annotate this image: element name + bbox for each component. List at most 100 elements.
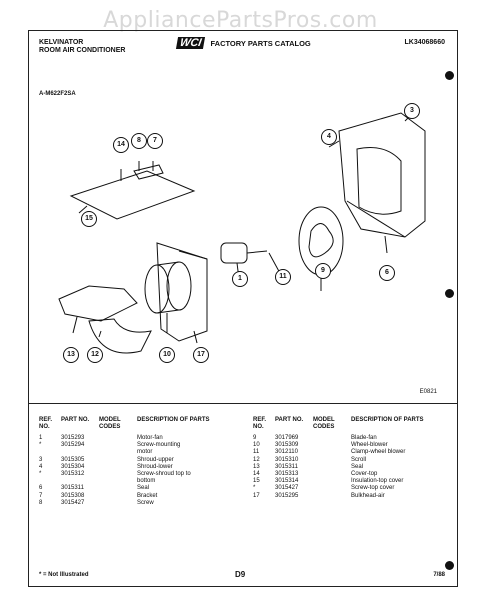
punch-hole-middle [445,289,454,298]
part-no-cell: 3015309 [275,442,299,449]
ref-no-cell [39,478,61,485]
table-row: * 3015294 Screw-mounting [39,442,219,449]
col-description: DESCRIPTION OF PARTS [137,417,210,423]
callout-17: 17 [193,347,209,363]
bulkhead-air-shape [156,242,208,342]
callout-11: 11 [275,269,291,285]
header-brand-block: KELVINATOR ROOM AIR CONDITIONER [39,39,125,55]
table-row: motor [39,449,219,456]
part-no-cell: 3015311 [275,463,298,470]
product-name: ROOM AIR CONDITIONER [39,47,126,54]
part-no-cell: 3017969 [275,435,299,441]
catalog-page: KELVINATOR ROOM AIR CONDITIONER WCI FACT… [28,30,458,587]
ref-no-cell: 13 [253,463,260,470]
catalog-title: FACTORY PARTS CATALOG [210,39,311,48]
ref-no-cell: * [39,442,42,449]
exploded-parts-diagram [58,112,426,354]
part-no-cell [61,449,99,456]
part-no-cell: 3015305 [61,456,85,463]
ref-no-cell [39,449,61,456]
model-codes-cell [313,442,351,449]
section-divider [29,403,457,404]
model-codes-cell [99,435,137,442]
model-codes-cell [99,464,137,471]
col-part-no: PART NO. [61,417,90,423]
ref-no-cell: 1 [39,435,43,441]
part-no-cell: 3015312 [61,471,85,478]
model-codes-cell [99,471,137,478]
cover-top-shape [58,285,138,322]
description-cell: Screw-top cover [351,485,395,492]
model-codes-cell [99,449,137,456]
description-cell: Shroud-lower [137,463,173,470]
figure-code: E0821 [419,389,437,395]
scroll-shape [88,318,152,354]
table-row: 1 3015293 Motor-fan [39,435,219,442]
description-cell: Seal [137,485,150,492]
callout-6: 6 [379,265,395,281]
footer-date: 7/88 [433,572,445,578]
ref-no-cell: * [253,485,256,492]
model-codes-cell [99,493,137,500]
description-cell: Screw [137,499,154,506]
description-cell: bottom [137,478,156,485]
col-ref-no: REF. NO. [253,417,267,430]
callout-1: 1 [232,271,248,287]
part-no-cell [61,478,99,485]
part-no-cell: 3015314 [275,478,299,485]
ref-no-cell: 12 [253,456,260,463]
insulation-top-cover-shape [69,170,196,220]
model-codes-cell [99,457,137,464]
description-cell: Insulation-top cover [351,478,404,485]
callout-3: 3 [404,103,420,119]
table-row: 13 3015311 Seal [253,464,433,471]
model-codes-cell [99,485,137,492]
ref-no-cell: 7 [39,492,43,499]
part-no-cell: 3015308 [61,492,85,499]
part-no-cell: 3015293 [61,435,85,441]
ref-no-cell: 10 [253,442,260,449]
description-cell: motor [137,449,153,456]
part-no-cell: 3015427 [275,485,299,492]
punch-hole-bottom [445,561,454,570]
callout-7: 7 [147,133,163,149]
callout-13: 13 [63,347,79,363]
col-part-no: PART NO. [275,417,304,423]
callout-4: 4 [321,129,337,145]
callout-14: 14 [113,137,129,153]
part-no-cell: 3015313 [275,471,299,478]
table-row: * 3015427 Screw-top cover [253,485,433,492]
part-no-cell: 3015294 [61,442,85,449]
callout-10: 10 [159,347,175,363]
model-code: A-M622F2SA [39,91,76,97]
ref-no-cell: 15 [253,478,260,485]
punch-hole-top [445,71,454,80]
shroud-upper-shape [338,112,426,238]
part-no-cell: 3015295 [275,492,299,499]
callout-9: 9 [315,263,331,279]
model-codes-cell [313,471,351,478]
ref-no-cell: 11 [253,449,260,456]
table-row: 15 3015314 Insulation-top cover [253,478,433,485]
ref-no-cell: * [39,471,42,478]
ref-no-cell: 8 [39,499,43,506]
description-cell: Cover-top [351,471,378,478]
description-cell: Screw-mounting [137,442,181,449]
description-cell: Motor-fan [137,435,163,441]
model-codes-cell [313,435,351,442]
model-codes-cell [313,478,351,485]
description-cell: Bulkhead-air [351,492,385,499]
col-model-codes: MODEL CODES [313,417,335,430]
description-cell: Seal [351,463,364,470]
